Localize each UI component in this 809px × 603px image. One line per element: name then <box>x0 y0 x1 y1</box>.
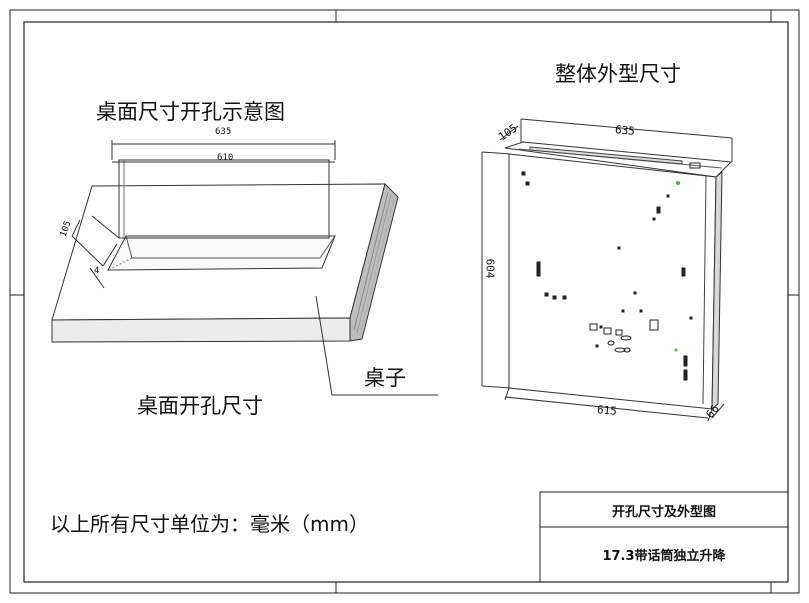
outer-frame <box>9 9 800 594</box>
desk-dim-inner-length: 610 <box>217 153 234 163</box>
overall-dim-bottom-width: 615 <box>596 403 618 418</box>
desk-cutout-caption: 桌面开孔尺寸 <box>137 394 263 418</box>
desk-illustration <box>51 140 438 396</box>
desk-dim-side-b: 4 <box>94 266 100 276</box>
desk-label: 桌子 <box>364 366 406 390</box>
overall-dimension-title: 整体外型尺寸 <box>555 62 681 86</box>
overall-dim-top-width: 635 <box>614 123 636 138</box>
overall-dim-height: 604 <box>483 258 497 279</box>
title-block-product-name: 17.3带话筒独立升降 <box>602 549 726 564</box>
inner-frame <box>23 21 789 583</box>
desk-cutout-title: 桌面尺寸开孔示意图 <box>96 100 285 124</box>
device-illustration <box>481 118 733 422</box>
title-block <box>539 491 789 583</box>
desk-dim-outer-length: 635 <box>215 127 232 137</box>
units-note: 以上所有尺寸单位为：毫米（mm） <box>50 512 369 536</box>
title-block-drawing-name: 开孔尺寸及外型图 <box>611 505 716 520</box>
